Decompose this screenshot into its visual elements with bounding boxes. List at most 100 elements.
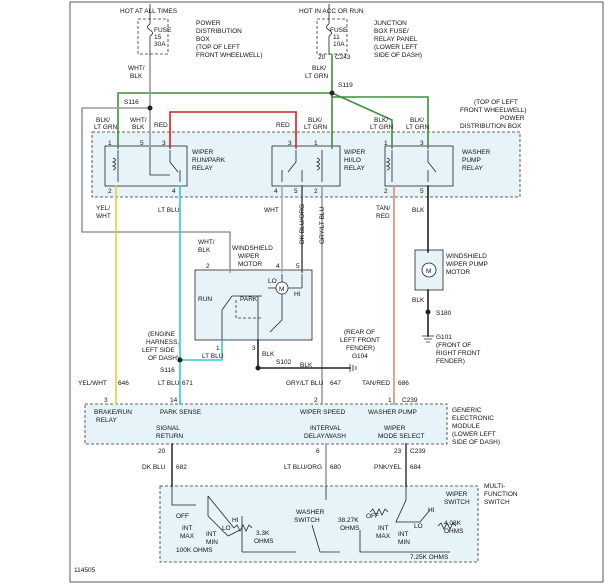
- resistor-4-08k-2: OHMS: [444, 528, 464, 535]
- relay1-wire-red: RED: [154, 122, 168, 129]
- washer-pump-relay: [384, 145, 454, 187]
- relay1-wire-blk2: BLK: [132, 124, 145, 131]
- circuit-682: 682: [176, 464, 187, 471]
- ground-g104-label: G104: [352, 353, 368, 360]
- splice-s102-label: S102: [276, 359, 292, 366]
- washer-switch-label-2: SWITCH: [294, 517, 320, 524]
- motor-pin-4: 4: [276, 263, 280, 270]
- g101-location-1: (FRONT OF: [436, 342, 471, 349]
- relay3-wire-blk2: BLK/: [410, 117, 424, 124]
- fuse-15-number: 15: [154, 34, 162, 41]
- relay3-pin-1: 1: [384, 140, 388, 147]
- wire-label-dk-blu-org: DK BLU/ORG: [299, 204, 306, 244]
- pdb-label-line1: POWER: [196, 20, 221, 27]
- fuse-11-number: 11: [333, 34, 340, 41]
- relay2-pin-1: 1: [314, 140, 318, 147]
- g104-location-3: FENDER): [346, 345, 375, 352]
- wiper-switch-label-1: WIPER: [446, 491, 468, 498]
- washer-relay-name-2: PUMP: [462, 157, 481, 164]
- motor-title-line1: WINDSHIELD: [232, 245, 273, 252]
- fuse-11-pin-20: 20: [318, 54, 326, 61]
- gem-brake-label-1: BRAKE/RUN: [94, 409, 132, 416]
- jb-label-line1: JUNCTION: [374, 20, 407, 27]
- g101-location-2: RIGHT FRONT: [436, 350, 480, 357]
- pump-motor-symbol: [421, 262, 437, 278]
- fuse-11-amps: 10A: [333, 41, 345, 48]
- gem-name-line4: (LOWER LEFT: [452, 431, 496, 438]
- multifunction-label-3: SWITCH: [484, 499, 510, 506]
- pdb-label-line4: (TOP OF LEFT: [196, 44, 240, 51]
- splice-s116-top: [147, 105, 153, 111]
- hilo-relay-name-1: WIPER: [344, 149, 366, 156]
- figure-id: 114505: [74, 567, 96, 574]
- pdb-label-line3: BOX: [196, 36, 210, 43]
- jb-label-line3: RELAY PANEL: [374, 36, 418, 43]
- pump-wire-blk: BLK: [412, 297, 425, 304]
- run-park-relay-internals: [111, 150, 181, 182]
- motor-park-label: PARK: [240, 296, 258, 303]
- ground-g101-symbol: [422, 335, 434, 343]
- motor-m-label: M: [279, 286, 284, 293]
- gem-signal-label-2: RETURN: [156, 433, 183, 440]
- relay1-pin-1: 1: [108, 140, 112, 147]
- circuit-647: 647: [330, 380, 341, 387]
- ground-g104-symbol: [349, 364, 357, 372]
- pump-m-label: M: [426, 268, 431, 275]
- wiper-hi-lo-relay: [271, 145, 341, 187]
- harness-label-line4: OF DASH): [148, 355, 179, 362]
- wire-label-lt-blu: LT BLU: [158, 207, 180, 214]
- connector-c239-top: C239: [402, 397, 418, 404]
- fuse-15-amps: 30A: [154, 41, 166, 48]
- gem-pin-6: 6: [316, 448, 320, 455]
- gem-interval-label-1: INTERVAL: [310, 425, 342, 432]
- relay2-wire-ltgrn: LT GRN: [304, 124, 328, 131]
- gem-signal-label-1: SIGNAL: [156, 425, 180, 432]
- washer-switch-label-1: WASHER: [296, 509, 325, 516]
- g104-location-1: (REAR OF: [344, 329, 375, 336]
- gem-park-sense-label: PARK SENSE: [160, 409, 202, 416]
- relay2-pin-3: 3: [288, 140, 292, 147]
- gem-brake-label-2: RELAY: [96, 417, 117, 424]
- wire-label-blk: BLK: [130, 73, 143, 80]
- wiper-motor-internals: [221, 274, 303, 340]
- switch-max-left: MAX: [180, 533, 195, 540]
- relay2-wire-blk: BLK/: [308, 117, 322, 124]
- relay3-wire-blk: BLK/: [374, 117, 388, 124]
- resistor-3-3k-2: OHMS: [254, 538, 274, 545]
- splice-s116-mid-label: S116: [160, 367, 175, 374]
- hilo-relay-name-2: HI/LO: [344, 157, 361, 164]
- run-park-relay-link: [149, 148, 170, 176]
- motor-hi-label: HI: [294, 291, 301, 298]
- multifunction-label-1: MULTI-: [484, 483, 505, 490]
- switch-int2-left: INT: [206, 531, 217, 538]
- circuit-671: 671: [182, 380, 193, 387]
- gem-wiper-speed-label: WIPER SPEED: [300, 409, 345, 416]
- run-park-relay-name-2: RUN/PARK: [192, 157, 226, 164]
- wire-label-lt-blu-org-680: LT BLU/ORG: [284, 464, 322, 471]
- switch-off-left: OFF: [176, 513, 189, 520]
- relay3-wire-ltgrn2: LT GRN: [406, 124, 430, 131]
- multifunction-label-2: FUNCTION: [484, 491, 518, 498]
- wire-label-lt-blu-671: LT BLU: [158, 380, 180, 387]
- resistor-100k: 100K OHMS: [176, 547, 213, 554]
- wire-label-blk-r3: BLK: [412, 207, 425, 214]
- fuse-11-symbol: [326, 23, 332, 37]
- wire-label-gry-lt-blu: GRY/LT BLU: [319, 206, 326, 244]
- wire-label-tan: TAN/: [376, 205, 391, 212]
- pdb-label-line2: DISTRIBUTION: [196, 28, 242, 35]
- wire-label-tan-red-686: TAN/RED: [362, 380, 390, 387]
- jb-label-line2: BOX FUSE/: [374, 28, 409, 35]
- wiper-switch-label-2: SWITCH: [444, 499, 470, 506]
- gem-washer-pump-label: WASHER PUMP: [368, 409, 417, 416]
- switch-off-right: OFF: [366, 513, 379, 520]
- relay-box-label-line3: POWER: [500, 115, 525, 122]
- resistor-38k-2: OHMS: [340, 525, 360, 532]
- power-distribution-fuse-box: [137, 18, 169, 55]
- g101-location-3: FENDER): [436, 358, 465, 365]
- circuit-684: 684: [410, 464, 421, 471]
- switch-hi-right: HI: [428, 507, 435, 514]
- resistor-38k-1: 38.27K: [338, 517, 359, 524]
- relay3-pin-3: 3: [420, 140, 424, 147]
